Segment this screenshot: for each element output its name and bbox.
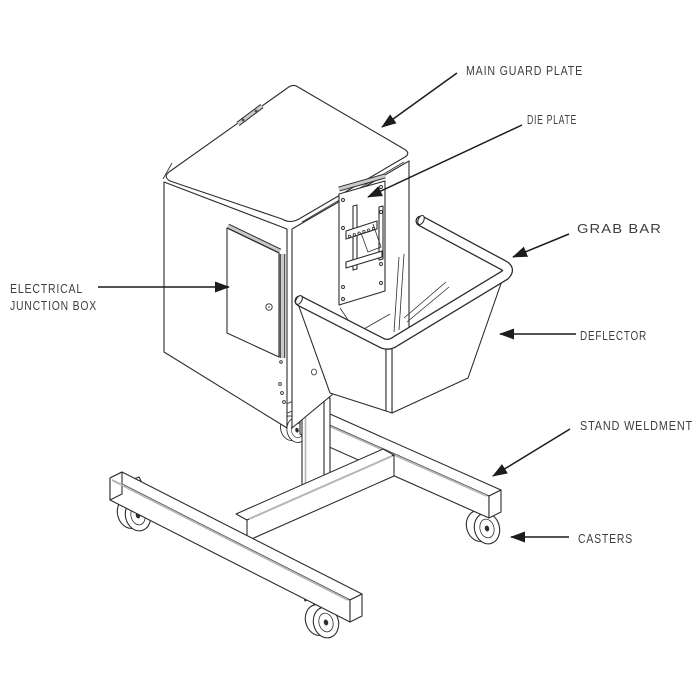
- die-strip: [345, 220, 378, 240]
- main-guard-plate-body: [162, 84, 410, 429]
- casters-label: CASTERS: [578, 531, 633, 546]
- electrical-junction-box: [226, 223, 286, 364]
- die-plate: [338, 173, 386, 306]
- die-holes: [347, 226, 376, 238]
- electrical-junction-box-label-line1: ELECTRICAL: [10, 281, 83, 296]
- grab-bar-arrow: [512, 233, 570, 258]
- main-guard-plate-label: MAIN GUARD PLATE: [466, 63, 583, 78]
- main-guard-plate-arrow: [381, 72, 458, 128]
- die-plate-arrow: [367, 124, 523, 198]
- stand-rail-left: [109, 471, 363, 623]
- stand-weldment-arrow: [492, 428, 571, 477]
- deflector-label: DEFLECTOR: [580, 328, 647, 343]
- grab-bar: [294, 214, 514, 350]
- top-hinge-strip: [236, 104, 264, 126]
- stand-weldment-label: STAND WELDMENT: [580, 418, 693, 433]
- electrical-junction-box-label-line2: JUNCTION BOX: [10, 298, 97, 313]
- grab-bar-label: GRAB BAR: [577, 221, 662, 236]
- callouts: MAIN GUARD PLATE DIE PLATE GRAB BAR DEFL…: [10, 63, 693, 546]
- stand-crossbar: [235, 448, 395, 542]
- die-plate-label: DIE PLATE: [527, 112, 577, 127]
- deflector-corner-post: [385, 344, 393, 414]
- junction-box-door: [226, 227, 280, 358]
